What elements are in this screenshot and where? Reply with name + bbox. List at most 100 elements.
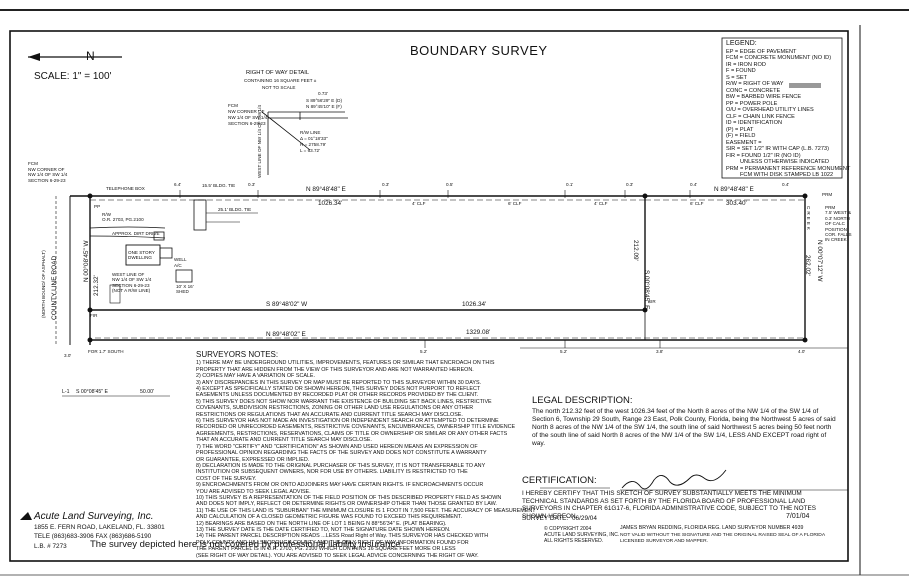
validity-note: NOT VALID WITHOUT THE SIGNATURE AND THE … [620,533,825,545]
note-line: EASEMENTS UNLESS DOCUMENTED BY RECORDED … [196,392,479,399]
surveyor-name: JAMES BRYAN REDDING, FLORIDA REG. LAND S… [620,525,804,531]
legend-item: FCM WITH DISK STAMPED LB 1022 [740,172,834,178]
bldg-tie-1: 15.5' BLDG. TIE [202,183,236,188]
legend-item: FIR = FOUND 1/2" IR (NO ID) [726,152,801,159]
curve-line: L = 63.72' [300,148,320,153]
legend-item: EASEMENT = [726,139,762,146]
dist-top: 0.3' [382,182,390,187]
note-line: POLK COUNTY AND HILLSBOROUGH COUNTY AND … [196,539,469,546]
dist-top: 0.3' [248,182,256,187]
row-detail-west-line: WEST LINE OF NW 1/4 OF SW 1/4 [257,105,262,178]
west-line-line: NW 1/4 OF SW 1/4 [112,277,152,283]
l1-distance: 50.00' [140,389,154,395]
county-line-road: COUNTY LINE ROAD [51,255,58,320]
nw-corner-line: SECTION 6-29-23 [28,177,66,183]
row-detail-curve: R/W LINE Δ = 01°18'33" R = 2758.79' L = … [300,130,328,154]
fence-label: 6' CLF [508,201,522,206]
dist-bottom: 3.8' [656,349,664,354]
fence-label: 4' CLF [594,201,608,206]
note-line: AGREEMENTS, RESTRICTIONS, RESERVATIONS, … [196,430,508,437]
prm-note-line: IN CREEK [825,237,847,243]
dwelling-label: ONE STORY DWELLING [128,250,155,261]
copyright: © COPYRIGHT 2004 ACUTE LAND SURVEYING, I… [544,526,619,544]
insurance-disclaimer: The survey depicted here is not covered … [90,539,401,550]
copyright-line: © COPYRIGHT 2004 [544,526,592,532]
dwelling-line: DWELLING [128,255,152,261]
prm-note-line: POSITION [825,226,847,232]
dwelling-line: ONE STORY [128,250,155,255]
approx-drive: APPROX. DIRT DRIVE [112,231,160,236]
dist-top: 0.3' [626,182,634,187]
note-line: PROPERTY THAT ARE HIDDEN FROM THE VIEW O… [196,366,474,373]
legend-item: FCM = CONCRETE MONUMENT (NO ID) [726,55,832,61]
prm-note: PRM 7.5' WEST & 0.3' NORTH OF CALC POSIT… [825,205,852,243]
rw-note-line: O.R. 2703, PG.2100 [102,217,144,223]
legend-item: R/W = RIGHT OF WAY [726,81,784,87]
row-detail-heading: RIGHT OF WAY DETAIL [246,70,310,76]
middle-bearing: S 89°48'02" W [266,301,308,308]
note-line: AND DOES NOT IMPLY, REFLECT OR DETERMINE… [196,501,497,508]
west-line-note: WEST LINE OF NW 1/4 OF SW 1/4 SECTION 6-… [112,272,151,294]
corner-line: SECTION 6-29-23 [228,121,266,126]
shed-line: SHED [176,289,189,295]
nw-corner-line: NW 1/4 OF SW 1/4 [28,172,68,178]
north-bearing-1: N 89°48'48" E [306,186,346,193]
road-note: (NORTH BOUND/ OF ASPHALT) [41,250,46,318]
corner-line: FCM [228,103,238,108]
for-south-note: FOR 1.7' SOUTH [88,349,124,354]
plan-nw-corner: FCM NW CORNER OF NW 1/4 OF SW 1/4 SECTIO… [28,161,67,183]
legend-item: PP = POWER POLE [726,100,778,107]
legend-item: CONC = CONCRETE [726,87,781,94]
company-address: 1855 E. FERN ROAD, LAKELAND, FL. 33801 [34,524,165,531]
fence-label: 6' CLF [690,201,704,206]
drawing-border [9,30,849,562]
l1-bearing: S 00°08'45" E [76,389,109,395]
surveyor-signature [621,469,727,490]
legend-heading: LEGEND: [726,40,757,47]
prm-note-line: 7.5' WEST & [825,210,852,216]
legal-heading: LEGAL DESCRIPTION: [532,395,633,406]
fence-label: 4' CLF [412,201,426,206]
notes-heading: SURVEYORS NOTES: [196,350,279,359]
validity-line: LICENSED SURVEYOR AND MAPPER. [620,538,708,544]
legend-box [721,37,843,179]
curve-line: Δ = 01°18'33" [300,136,328,141]
row-detail-corner: FCM NW CORNER OF NW 1/4 OF SW 1/4 SECTIO… [228,103,267,127]
note-line: RECORDED OR UNRECORDED EASEMENTS, RESTRI… [196,424,516,431]
note-line: 1) THERE MAY BE UNDERGROUND UTILITIES, I… [196,360,495,367]
legend-item: S = SET [726,74,747,81]
note-line: 7) THE WORD "CERTIFY" AND "CERTIFICATION… [196,443,478,450]
copyright-line: ALL RIGHTS RESERVED. [544,538,604,544]
note-line: 6) THIS SURVEYOR HAS NOT MADE AN INVESTI… [196,418,499,425]
dist-top: 0.1' [566,182,574,187]
well-label: WELL [174,257,187,262]
note-line: 3) ANY DISCREPANCIES IN THIS SURVEY OR M… [196,379,482,386]
legend-item: (F) = FIELD [726,133,756,139]
power-pole-label: PP [94,204,101,209]
legend-item: CLF = CHAIN LINK FENCE [726,113,795,120]
company-name: Acute Land Surveying, Inc. [34,511,154,522]
note-line: RESTRICTIONS OR REGULATIONS THAT AN ACCU… [196,411,463,418]
scale-label: SCALE: 1" = 100' [34,71,112,82]
boundary-plan [55,190,808,348]
west-line-line: (NOT A R/W LINE) [112,288,151,294]
note-line: 10) THIS SURVEY IS A REPRESENTATION OF T… [196,494,502,501]
north-distance-2: 303.40' [726,200,747,207]
note-line: 12) BEARINGS ARE BASED ON THE NORTH LINE… [196,520,447,527]
west-line-line: WEST LINE OF [112,272,145,277]
west-distance: 212.32' [93,275,100,296]
north-label: N [86,49,95,63]
note-line: AND CALCULATION OF A CLOSED GEOMETRIC FI… [196,514,462,521]
dist-bottom: 5.2' [560,349,568,354]
fir-label: FIR [90,313,98,318]
signature-date: 7/01/04 [786,513,810,520]
nw-corner-line: NW CORNER OF [28,166,65,172]
row-detail-dist: 0.73' [318,91,328,96]
prm-note-line: PRM [825,205,836,210]
north-bearing-2: N 89°48'48" E [714,186,754,193]
note-line: OR GUARANTEE, EXPRESSED OR IMPLIED. [196,456,310,463]
corner-line: NW CORNER OF [228,109,265,114]
dist-top: 0.4' [690,182,698,187]
north-distance-1: 1026.34' [318,200,343,207]
page-title: BOUNDARY SURVEY [410,43,548,58]
